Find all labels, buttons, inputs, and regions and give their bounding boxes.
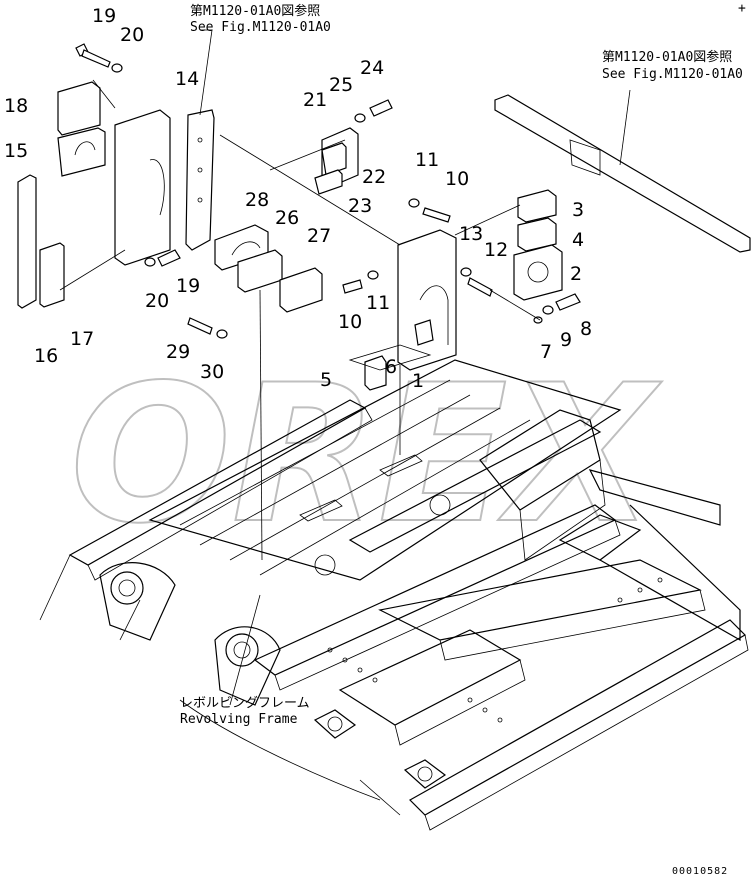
callout-20-lower: 20 bbox=[145, 290, 169, 312]
reference-en: See Fig.M1120-01A0 bbox=[602, 67, 743, 82]
callout-25: 25 bbox=[329, 74, 353, 96]
callout-8: 8 bbox=[580, 318, 592, 340]
callout-5: 5 bbox=[320, 369, 332, 391]
callout-13: 13 bbox=[459, 223, 483, 245]
callout-30: 30 bbox=[200, 361, 224, 383]
exploded-parts bbox=[17, 29, 751, 706]
reference-note-right: 第M1120-01A0図参照 See Fig.M1120-01A0 bbox=[602, 49, 743, 82]
callout-19-lower: 19 bbox=[176, 275, 200, 297]
callout-6: 6 bbox=[385, 356, 397, 378]
callout-10-lower: 10 bbox=[338, 311, 362, 333]
frame-label-en: Revolving Frame bbox=[180, 712, 298, 727]
callout-14: 14 bbox=[175, 68, 199, 90]
corner-mark: + bbox=[738, 1, 746, 16]
callout-11-upper: 11 bbox=[415, 149, 439, 171]
callout-26: 26 bbox=[275, 207, 299, 229]
callout-22: 22 bbox=[362, 166, 386, 188]
callout-4: 4 bbox=[572, 229, 584, 251]
callout-7: 7 bbox=[540, 341, 552, 363]
revolving-frame bbox=[39, 359, 749, 831]
callout-17: 17 bbox=[70, 328, 94, 350]
callout-29: 29 bbox=[166, 341, 190, 363]
callout-16: 16 bbox=[34, 345, 58, 367]
callout-11-lower: 11 bbox=[366, 292, 390, 314]
callouts: 1 2 3 4 5 6 7 8 9 10 10 11 11 12 13 14 1… bbox=[4, 5, 592, 392]
callout-1: 1 bbox=[412, 370, 424, 392]
callout-21: 21 bbox=[303, 89, 327, 111]
callout-20-upper: 20 bbox=[120, 24, 144, 46]
reference-jp: 第M1120-01A0図参照 bbox=[190, 3, 320, 19]
callout-19-upper: 19 bbox=[92, 5, 116, 27]
callout-15: 15 bbox=[4, 140, 28, 162]
callout-12: 12 bbox=[484, 239, 508, 261]
callout-3: 3 bbox=[572, 199, 584, 221]
reference-en: See Fig.M1120-01A0 bbox=[190, 20, 331, 35]
reference-note-top: 第M1120-01A0図参照 See Fig.M1120-01A0 bbox=[190, 3, 331, 35]
callout-10-upper: 10 bbox=[445, 168, 469, 190]
callout-23: 23 bbox=[348, 195, 372, 217]
frame-label-jp: レボルビングフレーム bbox=[180, 696, 310, 711]
frame-label: レボルビングフレーム Revolving Frame bbox=[180, 696, 310, 727]
reference-jp: 第M1120-01A0図参照 bbox=[602, 49, 732, 65]
callout-9: 9 bbox=[560, 329, 572, 351]
callout-28: 28 bbox=[245, 189, 269, 211]
callout-18: 18 bbox=[4, 95, 28, 117]
callout-2: 2 bbox=[570, 263, 582, 285]
callout-27: 27 bbox=[307, 225, 331, 247]
callout-24: 24 bbox=[360, 57, 384, 79]
drawing-code: 00010582 bbox=[672, 866, 728, 877]
